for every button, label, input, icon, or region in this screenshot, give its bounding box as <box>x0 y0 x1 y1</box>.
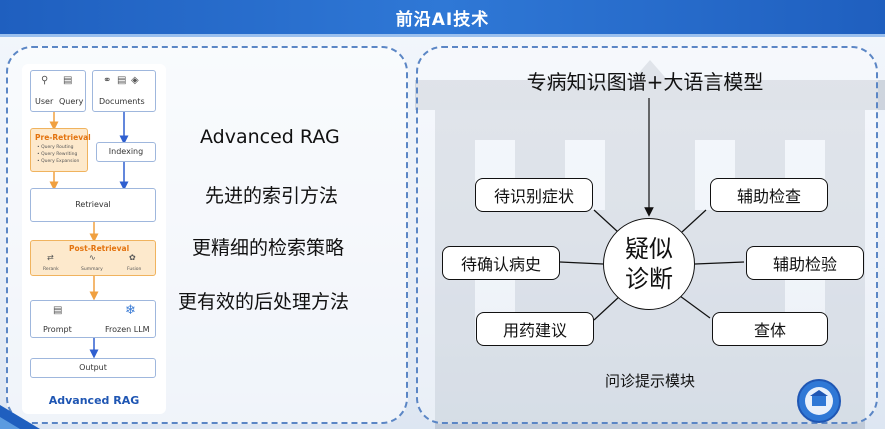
snowflake-icon: ❄ <box>125 303 136 318</box>
output-label: Output <box>79 363 107 372</box>
rag-diagram: ⚲ ▤ User Query ⚭ ▤ ◈ Documents Pre-Retri… <box>22 64 166 414</box>
pre-item: • Query Routing <box>37 145 74 150</box>
rerank-label: Rerank <box>43 267 59 272</box>
pre-retrieval-box: Pre-Retrieval • Query Routing • Query Re… <box>30 128 91 172</box>
link-icon: ⚭ <box>103 75 112 86</box>
documents-label: Documents <box>99 97 145 106</box>
mid-line-1: Advanced RAG <box>200 126 340 148</box>
retrieval-label: Retrieval <box>75 200 111 209</box>
university-emblem-icon <box>797 379 841 423</box>
indexing-label: Indexing <box>108 147 144 156</box>
module-label: 问诊提示模块 <box>604 372 695 390</box>
prompt-label: Prompt <box>43 325 72 334</box>
node-symptoms: 待识别症状 <box>475 178 593 212</box>
document-icon: ▤ <box>117 75 127 86</box>
summary-label: Summary <box>81 267 103 272</box>
page-title: 前沿AI技术 <box>395 9 490 30</box>
fusion-label: Fusion <box>127 267 142 272</box>
user-label: User <box>35 97 54 106</box>
node-aux-test: 辅助检验 <box>746 246 864 280</box>
retrieval-box: Retrieval <box>30 188 156 222</box>
fusion-icon: ✿ <box>129 253 136 262</box>
node-physical-exam: 查体 <box>712 312 828 346</box>
center-line-2: 诊断 <box>625 265 673 293</box>
shuffle-icon: ⇄ <box>47 253 54 262</box>
query-label: Query <box>59 97 84 106</box>
prompt-icon: ▤ <box>53 305 63 316</box>
node-aux-exam: 辅助检查 <box>710 178 828 212</box>
center-line-1: 疑似 <box>625 235 673 263</box>
mid-line-4: 更有效的后处理方法 <box>178 291 350 313</box>
post-retrieval-title: Post-Retrieval <box>69 244 130 253</box>
header-bar: 前沿AI技术 <box>0 0 885 34</box>
corner-decoration <box>0 405 40 429</box>
kg-title: 专病知识图谱+大语言模型 <box>526 70 764 94</box>
query-icon: ▤ <box>63 75 73 86</box>
header-underline <box>0 34 885 37</box>
suspected-diagnosis-circle: 疑似 诊断 <box>603 218 695 310</box>
documents-box: ⚭ ▤ ◈ Documents <box>92 70 156 112</box>
rag-arrows <box>49 112 129 359</box>
prompt-llm-box: ▤ ❄ Prompt Frozen LLM <box>30 300 156 338</box>
pre-retrieval-title: Pre-Retrieval <box>35 133 91 142</box>
output-box: Output <box>30 358 156 378</box>
user-icon: ⚲ <box>41 75 49 86</box>
mid-line-2: 先进的索引方法 <box>205 185 339 207</box>
rag-title: Advanced RAG <box>48 394 140 407</box>
node-medication: 用药建议 <box>476 312 594 346</box>
layers-icon: ◈ <box>131 75 139 86</box>
node-disease-history: 待确认病史 <box>442 246 560 280</box>
waveform-icon: ∿ <box>89 253 96 262</box>
indexing-box: Indexing <box>96 142 156 162</box>
user-query-box: ⚲ ▤ User Query <box>30 70 86 112</box>
post-retrieval-box: Post-Retrieval ⇄ ∿ ✿ Rerank Summary Fusi… <box>30 240 156 276</box>
pre-item: • Query Expansion <box>37 159 80 164</box>
pre-item: • Query Rewriting <box>37 152 78 157</box>
mid-line-3: 更精细的检索策略 <box>192 237 345 259</box>
frozen-llm-label: Frozen LLM <box>105 325 150 334</box>
